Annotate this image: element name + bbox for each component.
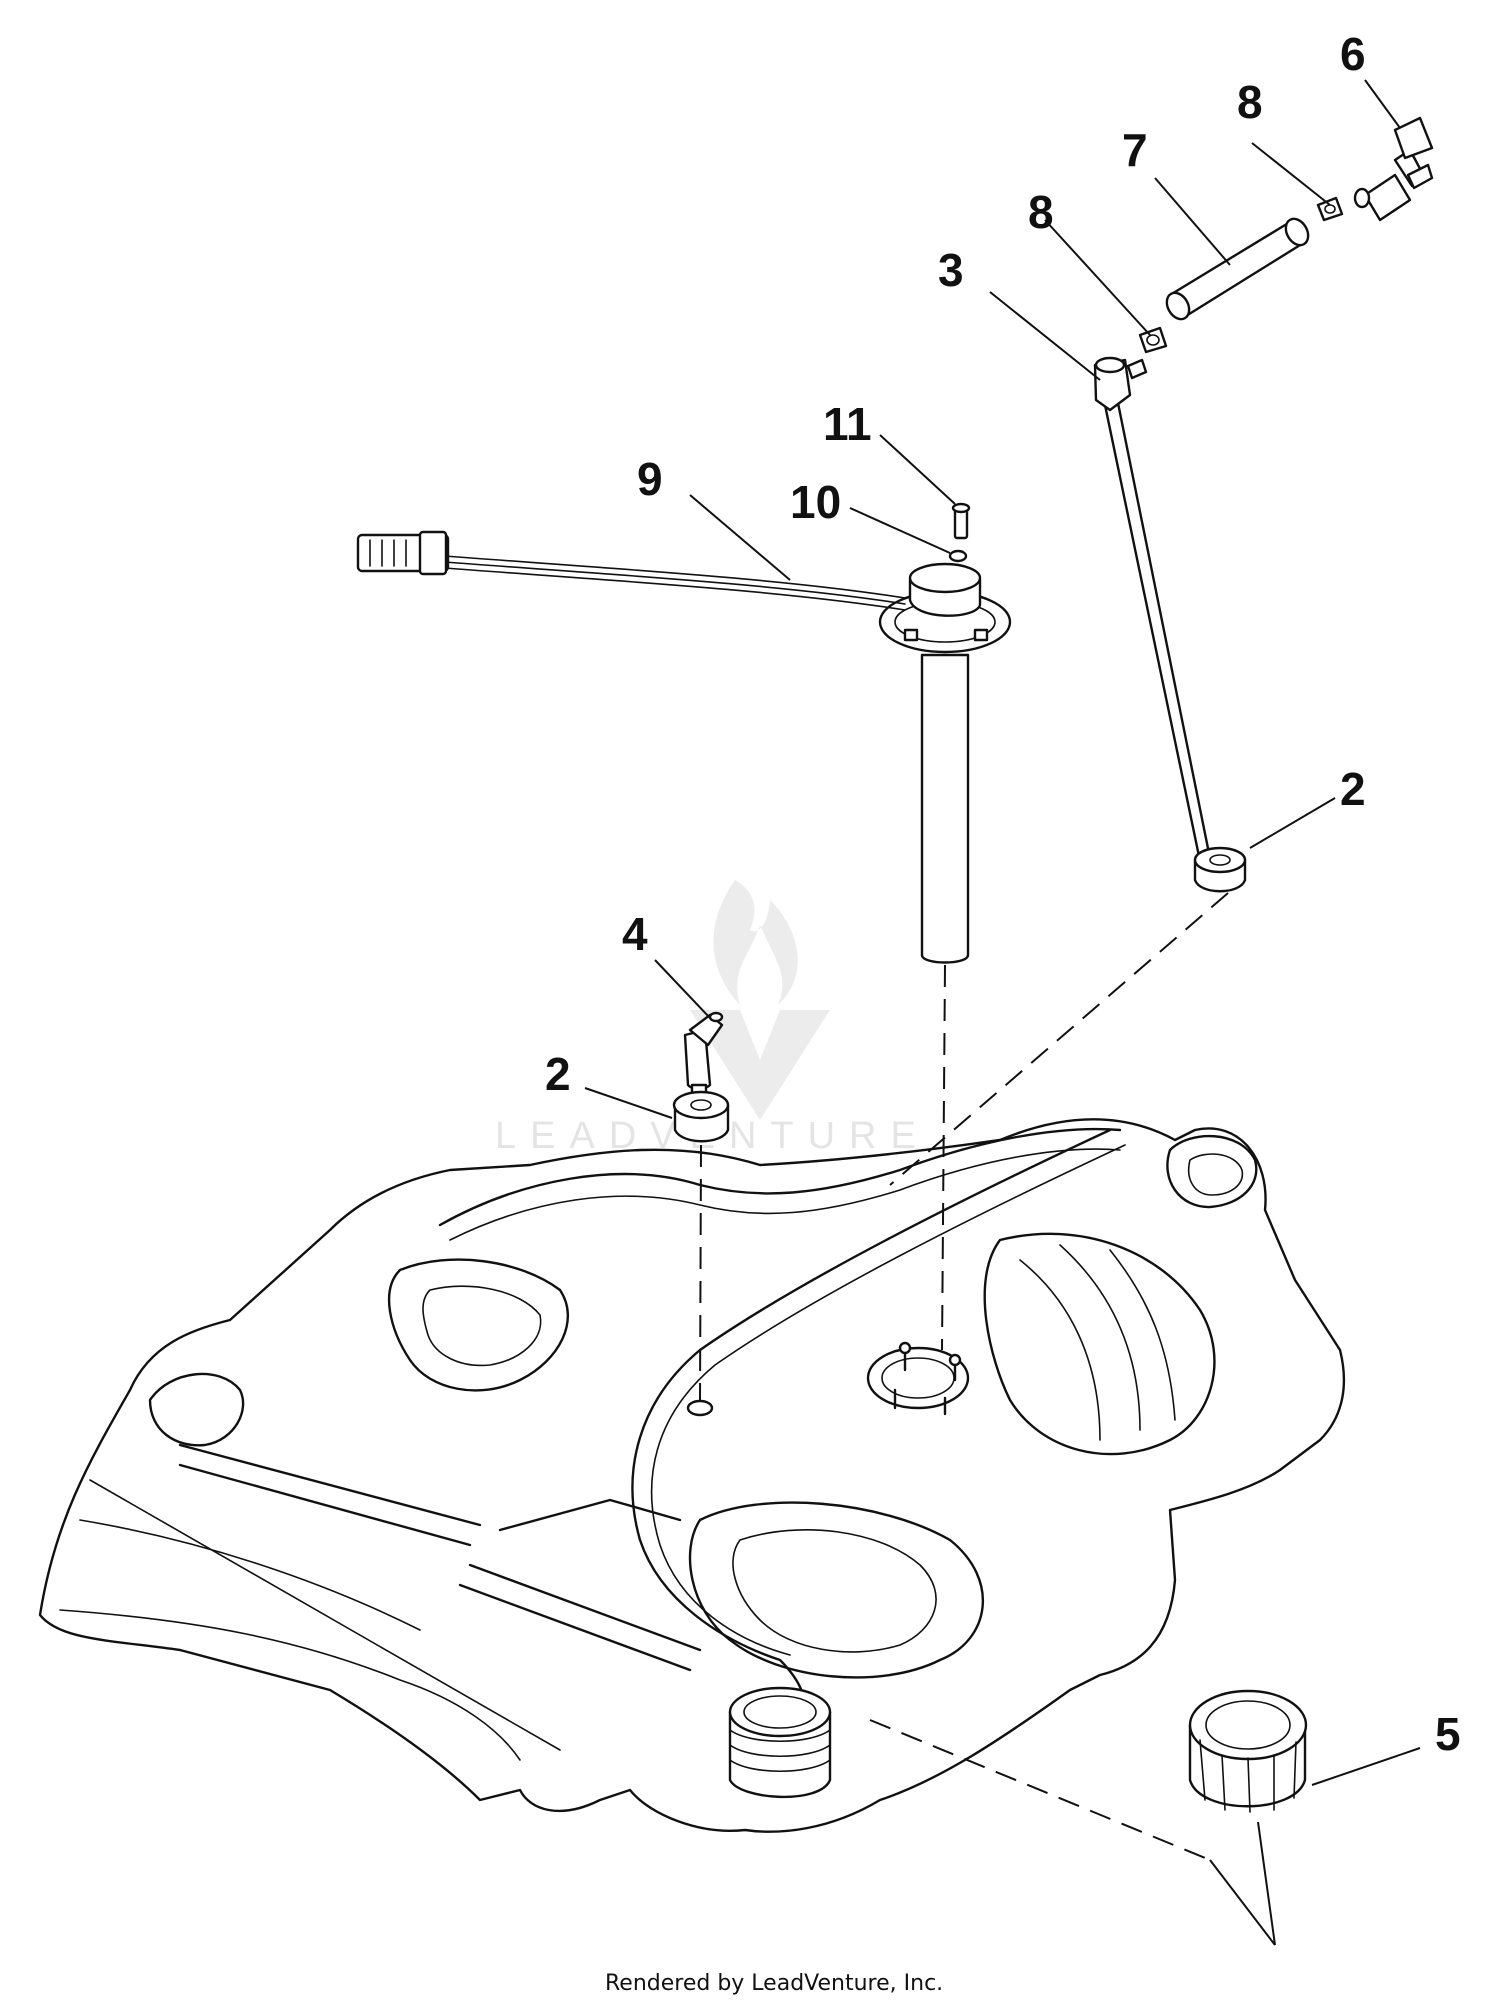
sender-wire-harness — [356, 530, 906, 611]
callout-9: 9 — [637, 453, 663, 505]
callout-5: 5 — [1435, 1708, 1461, 1760]
shutoff-valve-6 — [1353, 116, 1434, 222]
callout-8-upper: 8 — [1237, 76, 1263, 128]
grommet-2-upper — [1193, 846, 1247, 893]
tank-left-corner — [148, 1372, 245, 1447]
fuel-sending-unit — [878, 562, 1012, 964]
vent-line-tube — [1103, 403, 1207, 887]
tank-left-pocket-inner — [422, 1285, 542, 1367]
fuel-cap-5 — [1188, 1689, 1308, 1813]
tank-top-right-corner — [1166, 1134, 1258, 1209]
tank-rib-3 — [468, 1563, 702, 1652]
tank-seam — [631, 1128, 1112, 1732]
callout-labels: 6 8 7 8 3 11 10 9 2 4 2 5 — [545, 28, 1461, 1760]
tank-rib-1 — [178, 1443, 482, 1527]
callout-3: 3 — [938, 244, 964, 296]
tank-center-pocket — [688, 1501, 984, 1679]
tank-top-right-corner-inner — [1188, 1153, 1244, 1196]
elbow-fitting-4 — [683, 1011, 724, 1105]
callout-2-lower: 2 — [545, 1048, 571, 1100]
tank-right-pocket-rib-1 — [1019, 1259, 1101, 1441]
elbow-fitting-3 — [1093, 356, 1148, 412]
callout-7: 7 — [1122, 124, 1148, 176]
tank-rib-5 — [498, 1498, 682, 1532]
tank-top-ridge — [438, 1127, 1122, 1227]
tank-left-pocket — [387, 1258, 570, 1392]
flame-v-logo-icon — [690, 880, 830, 1120]
tank-right-pocket — [983, 1232, 1216, 1456]
hose-clamp-8b — [1316, 196, 1344, 222]
callout-6: 6 — [1340, 28, 1366, 80]
callout-8-lower: 8 — [1028, 186, 1054, 238]
leader-lines — [584, 79, 1421, 1946]
tank-side-line-3 — [89, 1479, 561, 1751]
sender-tube — [920, 653, 970, 964]
tank-rib-2 — [178, 1463, 472, 1547]
callout-2-upper: 2 — [1340, 763, 1366, 815]
tank-center-pocket-inner — [732, 1529, 937, 1653]
vent-tube-assembly — [1093, 116, 1434, 887]
tank-top-ridge-inner — [449, 1148, 1121, 1241]
fuel-tank-outline — [38, 1118, 1346, 1833]
hose-clamp-8a — [1138, 326, 1168, 354]
wire-connector — [356, 530, 450, 576]
callout-4: 4 — [622, 908, 648, 960]
callout-11: 11 — [823, 398, 872, 450]
grommet-2-lower — [672, 1090, 730, 1143]
sender-screw — [951, 502, 971, 540]
tank-side-line-2 — [79, 1519, 421, 1631]
sender-washer — [948, 549, 968, 563]
fuel-hose-7 — [1165, 217, 1310, 321]
fuel-tank — [38, 1118, 1346, 1833]
tank-right-pocket-rib-2 — [1059, 1244, 1141, 1431]
assembly-lines — [699, 892, 1229, 1861]
tank-right-pocket-rib-3 — [1109, 1249, 1176, 1421]
tank-rib-4 — [458, 1583, 692, 1672]
callout-10: 10 — [790, 476, 841, 528]
tank-sender-mount — [866, 1341, 970, 1416]
footer-credit: Rendered by LeadVenture, Inc. — [605, 1971, 943, 1996]
tank-filler-neck — [728, 1686, 832, 1799]
tank-seam-inner — [650, 1144, 1126, 1656]
tank-grommet-hole — [686, 1399, 714, 1417]
tank-side-line-1 — [59, 1609, 521, 1761]
